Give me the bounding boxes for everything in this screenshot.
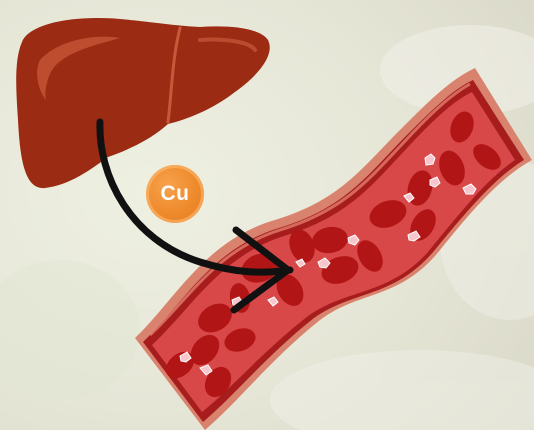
copper-symbol-label: Cu	[161, 182, 190, 206]
copper-ion-icon: Cu	[146, 165, 204, 223]
